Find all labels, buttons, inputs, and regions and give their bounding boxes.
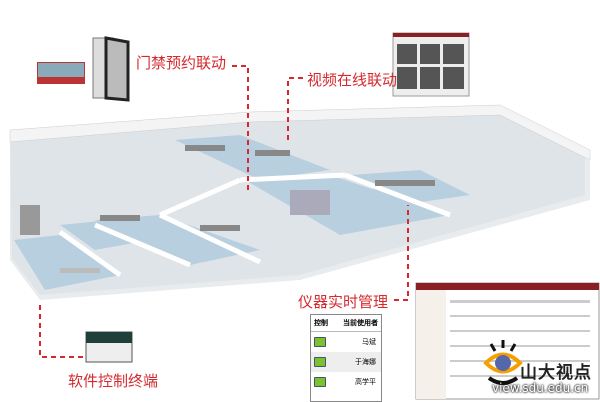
monitor-icon[interactable] xyxy=(314,337,326,347)
label-software-terminal: 软件控制终端 xyxy=(68,372,159,390)
monitor-icon[interactable] xyxy=(314,357,326,367)
room-floor xyxy=(14,235,120,290)
room-floor xyxy=(60,220,150,250)
label-video-linkage: 视频在线联动 xyxy=(307,71,398,89)
table-row: 高学平 xyxy=(311,372,381,392)
table-row: 于海娜 xyxy=(311,352,381,372)
monitor-icon[interactable] xyxy=(314,377,326,387)
room-floor xyxy=(350,170,470,205)
header-current-user: 当前使用者 xyxy=(343,319,378,327)
current-user-table: 控制 当前使用者 马斌 于海娜 高学平 xyxy=(310,314,382,402)
label-instrument-management: 仪器实时管理 xyxy=(298,293,389,311)
connector-lines xyxy=(39,65,409,358)
eye-logo-icon xyxy=(483,340,523,385)
label-access-control-linkage: 门禁预约联动 xyxy=(136,54,227,72)
watermark-url: view.sdu.edu.cn xyxy=(492,381,589,395)
header-control: 控制 xyxy=(314,319,328,327)
watermark-name: 山大视点 xyxy=(520,363,592,383)
room-floor xyxy=(95,215,260,265)
table-row: 马斌 xyxy=(311,332,381,352)
